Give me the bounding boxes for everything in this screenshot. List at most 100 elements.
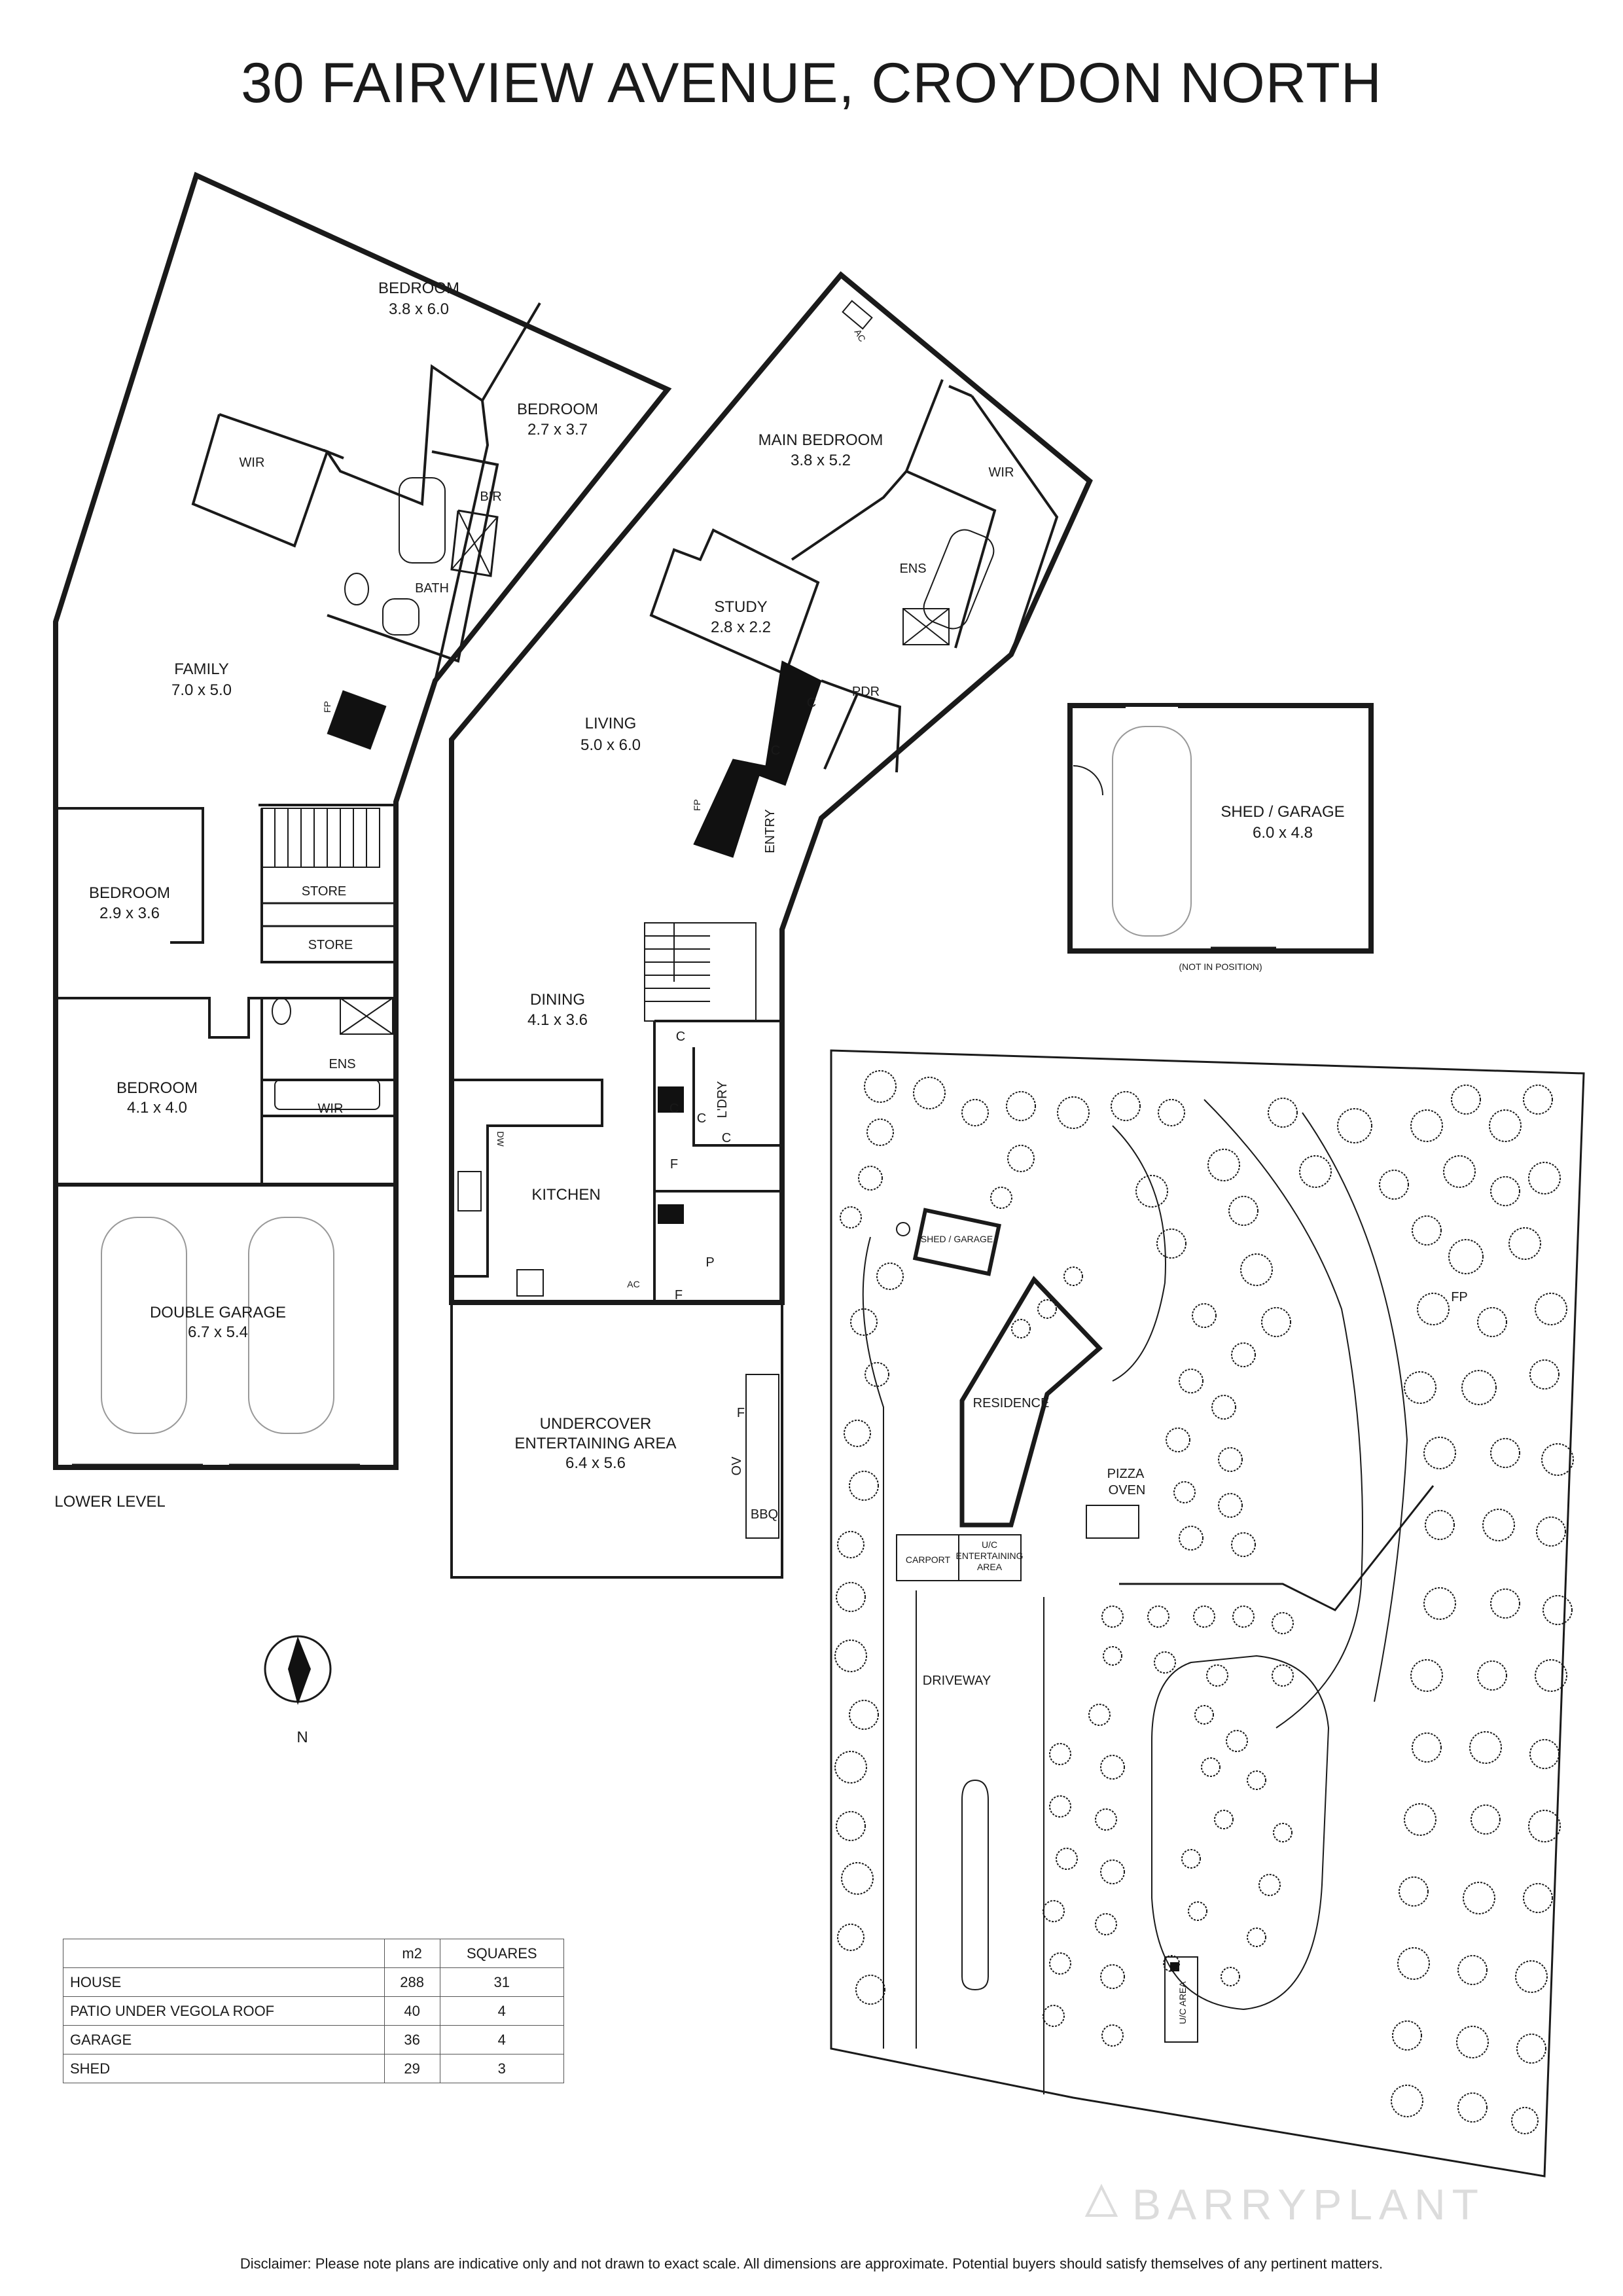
brand-watermark: BARRYPLANT	[1132, 2180, 1485, 2229]
double-garage-dims: 6.7 x 5.4	[188, 1323, 248, 1341]
tree-canopy	[1057, 1096, 1090, 1129]
tree-canopy	[1201, 1757, 1221, 1777]
compass	[264, 1635, 332, 1705]
row-m2: 40	[383, 1996, 440, 2026]
bedroom1-dims: 3.8 x 6.0	[389, 300, 449, 318]
table-row: SHED 29 3	[63, 2054, 565, 2083]
ens-bath	[923, 529, 995, 630]
ens-wall-right	[971, 395, 1059, 655]
shed-garage-plan	[1067, 703, 1374, 954]
main-bedroom-door	[948, 385, 972, 397]
tree-canopy	[1154, 1651, 1176, 1674]
tree-canopy	[858, 1166, 883, 1191]
site-trees	[834, 1070, 1574, 2134]
tree-canopy	[1158, 1099, 1185, 1126]
tree-canopy	[1477, 1660, 1507, 1691]
row-m2: 36	[383, 2025, 440, 2054]
site-pizza-oven	[1086, 1505, 1139, 1539]
tree-canopy	[1272, 1612, 1294, 1634]
table-row: HOUSE 288 31	[63, 1967, 565, 1997]
tree-canopy	[1006, 1091, 1036, 1121]
tree-canopy	[1095, 1913, 1117, 1935]
compass-needle	[288, 1636, 311, 1705]
tree-canopy	[1043, 1900, 1065, 1922]
cupboard-label-2: C	[771, 744, 780, 758]
bath-toilet	[344, 573, 369, 605]
left-wing	[53, 171, 672, 1470]
pantry-label: P	[705, 1255, 714, 1270]
bir-label: BIR	[480, 490, 501, 504]
site-carport-label: CARPORT	[906, 1554, 951, 1565]
entry-label: ENTRY	[763, 809, 777, 853]
ens-shower	[340, 997, 393, 1035]
tree-canopy	[1508, 1227, 1541, 1260]
tree-canopy	[1101, 2024, 1124, 2047]
tree-canopy	[1049, 1743, 1071, 1765]
tree-canopy	[850, 1308, 878, 1336]
tree-canopy	[1410, 1109, 1443, 1142]
family-fireplace	[327, 690, 387, 750]
areas-header-m2: m2	[383, 1939, 440, 1968]
site-uc-label-1: U/C	[982, 1539, 997, 1550]
wir-label-lower: WIR	[318, 1102, 344, 1116]
tree-canopy	[1543, 1595, 1573, 1625]
tree-canopy	[1188, 1901, 1207, 1921]
hall-wall	[323, 364, 484, 506]
site-driveway-label: DRIVEWAY	[923, 1674, 991, 1688]
bath-wall	[327, 450, 499, 663]
row-squares: 4	[439, 2025, 565, 2054]
tree-canopy	[1258, 1874, 1281, 1896]
tree-canopy	[1166, 1427, 1190, 1452]
site-uc-entertaining	[958, 1534, 1022, 1581]
tree-canopy	[1231, 1342, 1256, 1367]
bedroom4-label: BEDROOM	[116, 1079, 198, 1097]
areas-header-blank	[63, 1939, 385, 1968]
tree-canopy	[849, 1700, 879, 1730]
ens-label-lower: ENS	[329, 1057, 355, 1071]
row-label: SHED	[63, 2054, 385, 2083]
ac-label-kitchen: AC	[627, 1279, 639, 1289]
tree-canopy	[1391, 2085, 1423, 2117]
tree-canopy	[866, 1119, 894, 1146]
tree-canopy	[1412, 1215, 1442, 1246]
tree-canopy	[1535, 1293, 1567, 1325]
garage-car-left	[101, 1217, 187, 1434]
bedroom2-dims: 2.7 x 3.7	[527, 421, 588, 439]
tree-canopy	[1404, 1371, 1436, 1404]
tree-canopy	[1247, 1928, 1266, 1947]
row-label: GARAGE	[63, 2025, 385, 2054]
bedroom3-wall	[56, 807, 204, 944]
store-label-2: STORE	[308, 938, 353, 952]
ens-partition	[906, 470, 997, 649]
row-squares: 4	[439, 1996, 565, 2026]
row-label: PATIO UNDER VEGOLA ROOF	[63, 1996, 385, 2026]
tree-canopy	[1273, 1823, 1293, 1842]
tree-canopy	[1101, 1605, 1124, 1628]
tree-canopy	[1173, 1481, 1196, 1503]
tree-canopy	[1100, 1964, 1125, 1989]
tree-canopy	[1100, 1755, 1125, 1780]
plan-title: 30 FAIRVIEW AVENUE, CROYDON NORTH	[241, 52, 1382, 115]
tree-canopy	[1425, 1510, 1455, 1540]
tree-canopy	[1103, 1646, 1122, 1666]
double-garage-label: DOUBLE GARAGE	[150, 1304, 286, 1321]
ens-shower-main	[902, 608, 950, 645]
garage-car-right	[248, 1217, 334, 1434]
tree-canopy	[1207, 1149, 1240, 1181]
tree-canopy	[1457, 2092, 1488, 2123]
right-wing	[449, 271, 1093, 1579]
entertaining-dims: 6.4 x 5.6	[565, 1454, 626, 1472]
tree-canopy	[1541, 1443, 1574, 1476]
bedroom3-label: BEDROOM	[89, 884, 170, 902]
tree-canopy	[876, 1263, 904, 1290]
site-fp-label: FP	[1451, 1290, 1468, 1304]
fridge-label-1: F	[670, 1157, 678, 1172]
kitchen-label: KITCHEN	[531, 1186, 600, 1204]
tree-canopy	[1232, 1605, 1255, 1628]
tree-canopy	[1268, 1098, 1298, 1128]
cupboard-label-1: C	[807, 696, 816, 710]
living-label: LIVING	[585, 715, 637, 732]
site-uc-label-2: ENTERTAINING	[956, 1551, 1024, 1561]
tree-canopy	[1192, 1303, 1217, 1328]
